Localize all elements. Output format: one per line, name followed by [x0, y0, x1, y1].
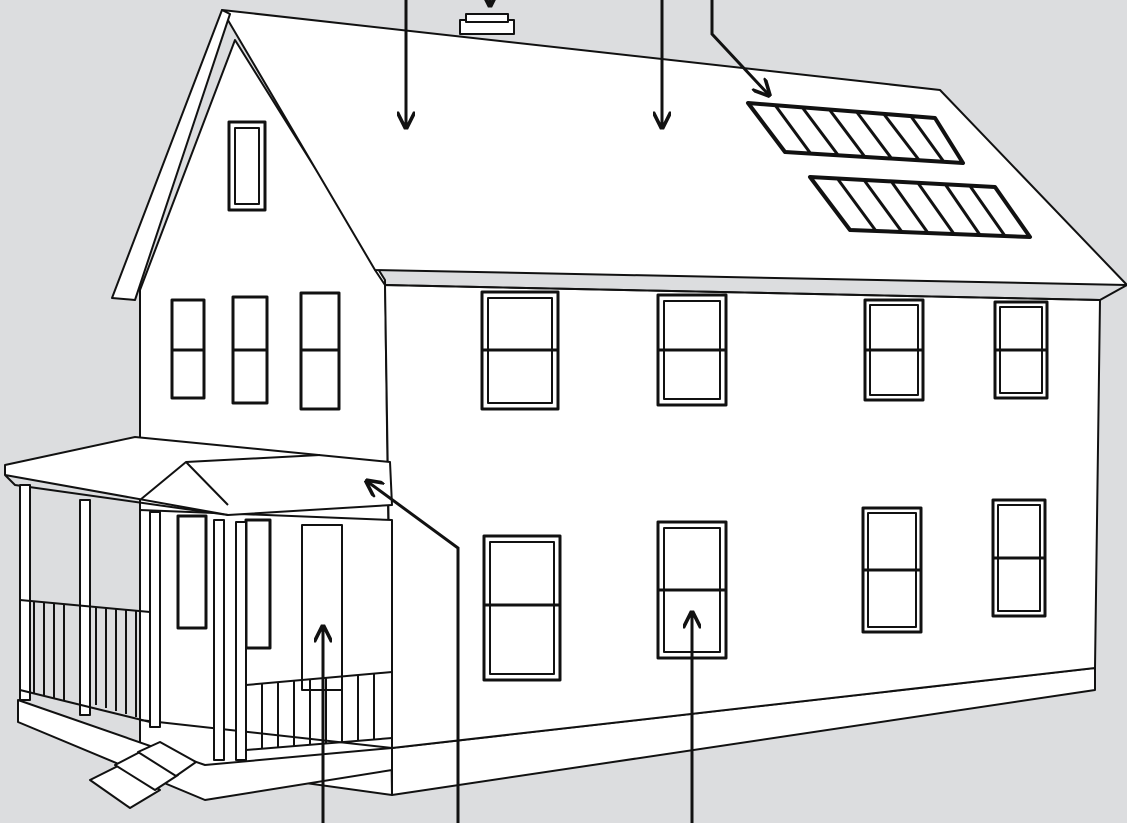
chimney-cap: [466, 14, 508, 22]
gable-attic-window: [229, 122, 265, 210]
gable-windows-upper: [172, 293, 339, 409]
